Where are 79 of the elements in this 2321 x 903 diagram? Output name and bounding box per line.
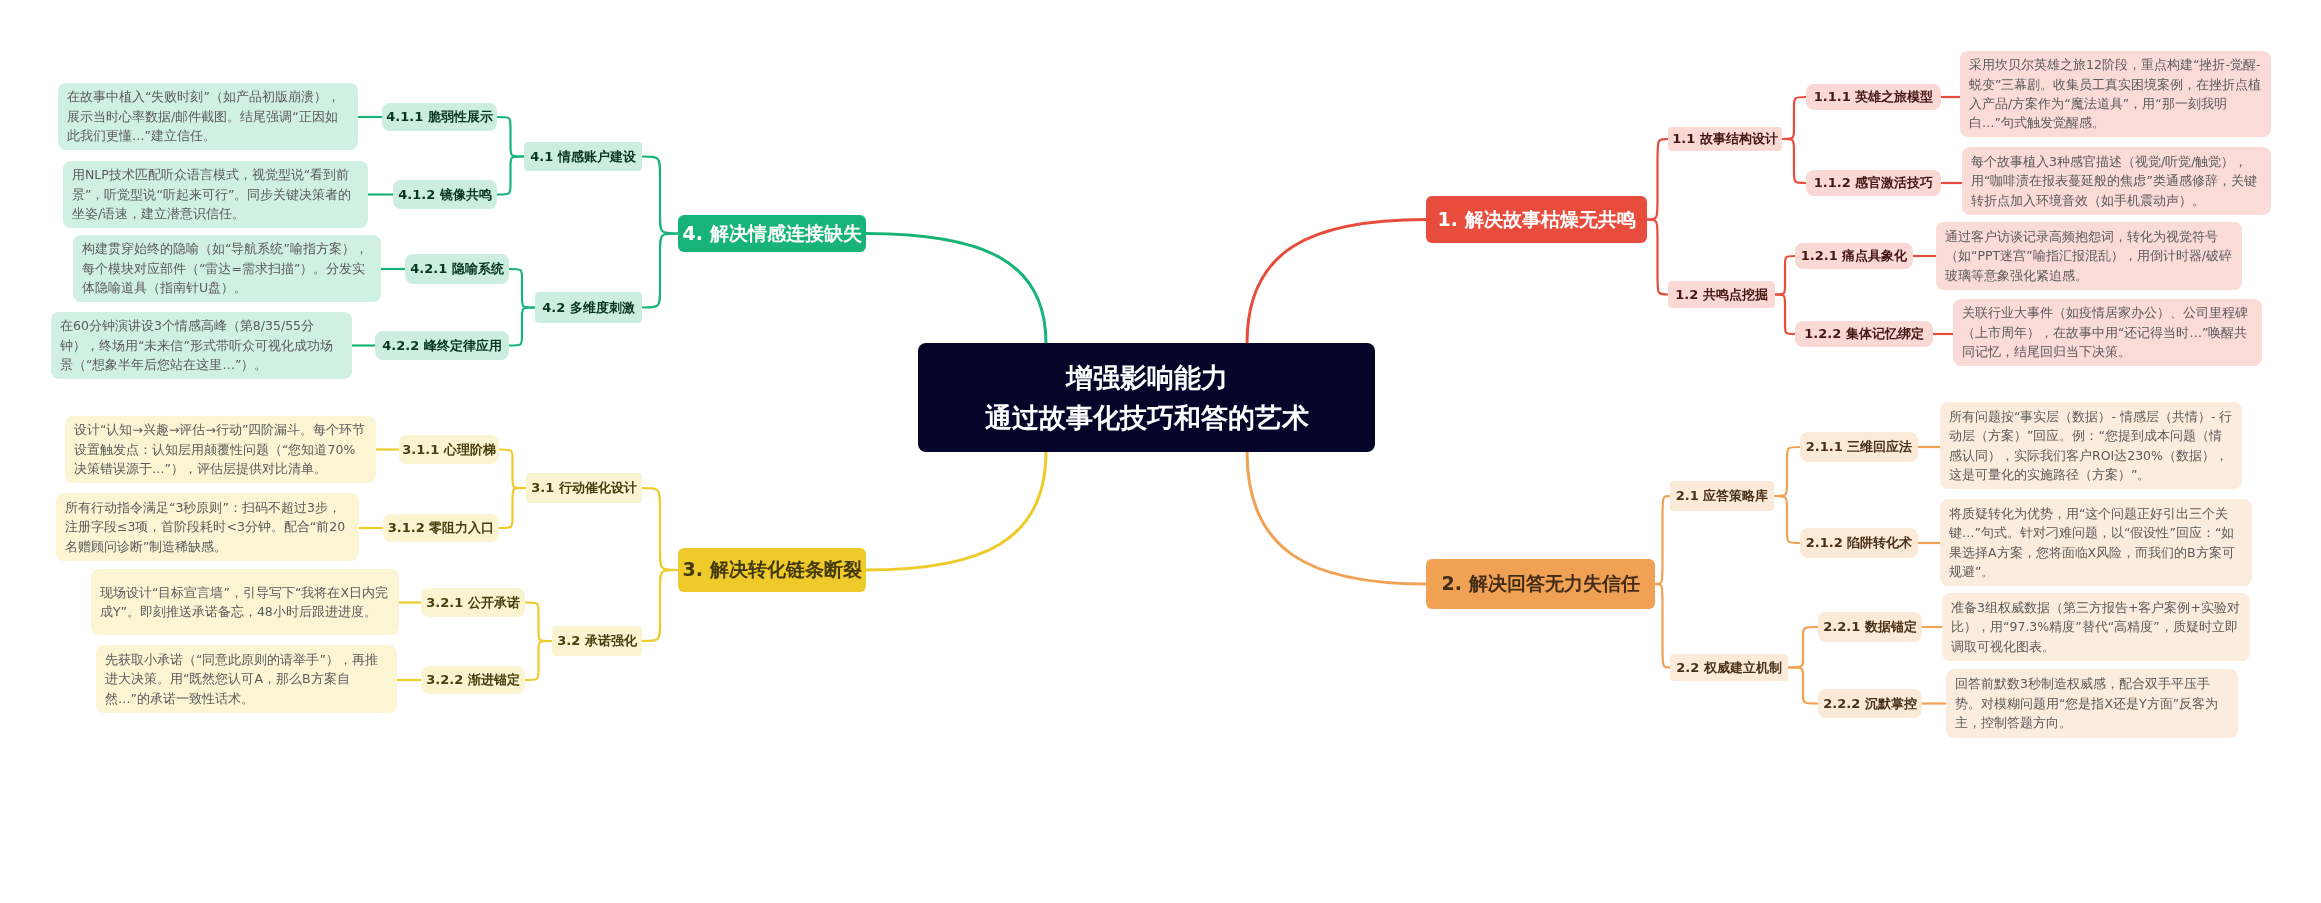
connector-line: [359, 526, 383, 530]
main-branch-box: 1. 解决故事枯燥无共鸣: [1426, 196, 1647, 243]
connector-line: [1941, 95, 1960, 99]
subtitle-text: 通过故事化技巧和答的艺术: [984, 400, 1309, 435]
leaf-topic-box: 4.2.1 隐喻系统: [405, 254, 509, 284]
leaf-topic-box: 1.2.1 痛点具象化: [1795, 243, 1913, 269]
connector-line: [376, 448, 399, 451]
connector-line: [499, 486, 526, 530]
description-card: 通过客户访谈记录高频抱怨词，转化为视觉符号（如“PPT迷宫”喻指汇报混乱），用倒计时器/破碎玻璃等意象强化紧迫感。: [1936, 222, 2242, 290]
description-card: 将质疑转化为优势，用“这个问题正好引出三个关键…”句式。针对刁难问题，以“假设性”回应：“如果选择A方案，您将面临X风险，而我们的B方案可规避”。: [1940, 499, 2252, 586]
leaf-topic-box: 1.1.2 感官激活技巧: [1806, 170, 1941, 196]
description-card: 每个故事植入3种感官描述（视觉/听觉/触觉），用“咖啡渍在报表蔓延般的焦虑”类通感修辞，关键转折点加入环境音效（如手机震动声）。: [1962, 147, 2271, 215]
title-text: 增强影响能力: [1065, 361, 1228, 396]
subtopic-box: 1.1 故事结构设计: [1668, 127, 1782, 151]
leaf-topic-box: 3.2.1 公开承诺: [421, 588, 525, 617]
connector-line: [1245, 218, 1427, 344]
connector-line: [358, 115, 382, 119]
central-topic-box: [918, 343, 1375, 452]
connector-line: [1654, 582, 1671, 669]
connector-line: [509, 306, 535, 347]
description-card: 构建贯穿始终的隐喻（如“导航系统”喻指方案），每个模块对应部件（“雷达=需求扫描”）。分发实体隐喻道具（指南针U盘）。: [73, 235, 381, 302]
subtopic-box: 2.2 权威建立机制: [1670, 654, 1788, 681]
main-branch-box: 4. 解决情感连接缺失: [678, 215, 866, 252]
connector-line: [1933, 332, 1953, 336]
connector-line: [1922, 702, 1946, 705]
subtopic-box: 3.2 承诺强化: [552, 626, 642, 656]
leaf-topic-box: 4.1.1 脆弱性展示: [382, 103, 497, 131]
main-branch-box: 2. 解决回答无力失信任: [1426, 559, 1655, 609]
leaf-topic-box: 4.1.2 镜像共鸣: [393, 180, 497, 209]
subtopic-box: 3.1 行动催化设计: [526, 473, 642, 503]
connector-line: [399, 601, 421, 604]
connector-line: [1788, 666, 1818, 705]
description-card: 在故事中植入“失败时刻”（如产品初版崩溃），展示当时心率数据/邮件截图。结尾强调“正因如此我们更懂…”建立信任。: [58, 83, 358, 150]
connector-line: [1922, 625, 1942, 629]
connector-line: [1918, 541, 1940, 545]
description-card: 采用坎贝尔英雄之旅12阶段，重点构建“挫折-觉醒-蜕变”三幕剧。收集员工真实困境案例，在挫折点植入产品/方案作为“魔法道具”，用“那一刻我明白…”句式触发觉醒感。: [1960, 51, 2271, 137]
connector-line: [1913, 254, 1936, 258]
leaf-topic-box: 3.2.2 渐进锚定: [421, 666, 525, 694]
connector-line: [368, 193, 393, 196]
subtopic-box: 4.1 情感账户建设: [524, 142, 642, 171]
connector-line: [525, 639, 552, 682]
connector-line: [1775, 293, 1795, 336]
connector-line: [1647, 218, 1668, 296]
connector-line: [642, 568, 678, 643]
description-card: 所有问题按“事实层（数据）- 情感层（共情）- 行动层（方案）”回应。例：“您提到成本问题（情感认同），实际我们客户ROI达230%（数据），这是可量化的实施路径（方案）”。: [1940, 402, 2242, 489]
subtopic-box: 4.2 多维度刺激: [535, 292, 642, 323]
connector-line: [1774, 494, 1800, 545]
main-branch-box: 3. 解决转化链条断裂: [678, 548, 866, 592]
leaf-topic-box: 2.1.2 陷阱转化术: [1800, 528, 1918, 558]
connector-line: [642, 232, 678, 309]
connector-line: [1245, 451, 1427, 586]
leaf-topic-box: 1.2.2 集体记忆绑定: [1795, 321, 1933, 347]
connector-line: [865, 451, 1048, 572]
description-card: 关联行业大事件（如疫情居家办公）、公司里程碑（上市周年），在故事中用“还记得当时…”唤醒共同记忆，结尾回归当下决策。: [1953, 299, 2262, 366]
subtopic-box: 2.1 应答策略库: [1670, 481, 1774, 511]
description-card: 所有行动指令满足“3秒原则”：扫码不超过3步，注册字段≤3项，首阶段耗时<3分钟。配合“前20名赠顾问诊断”制造稀缺感。: [56, 493, 359, 561]
connector-line: [1941, 181, 1962, 185]
connector-line: [397, 678, 421, 682]
description-card: 在60分钟演讲设3个情感高峰（第8/35/55分钟），终场用“未来信”形式带听众可视化成功场景（“想象半年后您站在这里…”）。: [51, 312, 352, 379]
connector-line: [352, 344, 375, 347]
connector-line: [381, 267, 405, 271]
description-card: 设计“认知→兴趣→评估→行动”四阶漏斗。每个环节设置触发点：认知层用颠覆性问题（“您知道70%决策错误源于…”），评估层提供对比清单。: [65, 416, 376, 483]
leaf-topic-box: 2.2.1 数据锚定: [1818, 612, 1922, 642]
connector-line: [865, 232, 1048, 344]
connector-line: [1782, 137, 1806, 185]
connector-line: [497, 155, 524, 196]
description-card: 用NLP技术匹配听众语言模式，视觉型说“看到前景”，听觉型说“听起来可行”。同步关键决策者的坐姿/语速，建立潜意识信任。: [63, 161, 368, 228]
leaf-topic-box: 2.1.1 三维回应法: [1800, 432, 1918, 462]
connector-line: [1918, 445, 1940, 449]
leaf-topic-box: 3.1.1 心理阶梯: [399, 435, 499, 464]
leaf-topic-box: 3.1.2 零阻力入口: [383, 514, 499, 542]
leaf-topic-box: 2.2.2 沉默掌控: [1818, 689, 1922, 718]
description-card: 先获取小承诺（“同意此原则的请举手”），再推进大决策。用“既然您认可A，那么B方案自然…”的承诺一致性话术。: [96, 645, 397, 713]
subtopic-box: 1.2 共鸣点挖掘: [1668, 281, 1775, 308]
leaf-topic-box: 1.1.1 英雄之旅模型: [1806, 84, 1941, 110]
description-card: 现场设计“目标宣言墙”，引导写下“我将在X日内完成Y”。即刻推送承诺备忘，48小时后跟进进度。: [91, 569, 399, 635]
leaf-topic-box: 4.2.2 峰终定律应用: [375, 331, 509, 360]
description-card: 回答前默数3秒制造权威感，配合双手平压手势。对模糊问题用“您是指X还是Y方面”反客为主，控制答题方向。: [1946, 669, 2238, 738]
description-card: 准备3组权威数据（第三方报告+客户案例+实验对比），用“97.3%精度”替代“高精度”，质疑时立即调取可视化图表。: [1942, 593, 2250, 661]
